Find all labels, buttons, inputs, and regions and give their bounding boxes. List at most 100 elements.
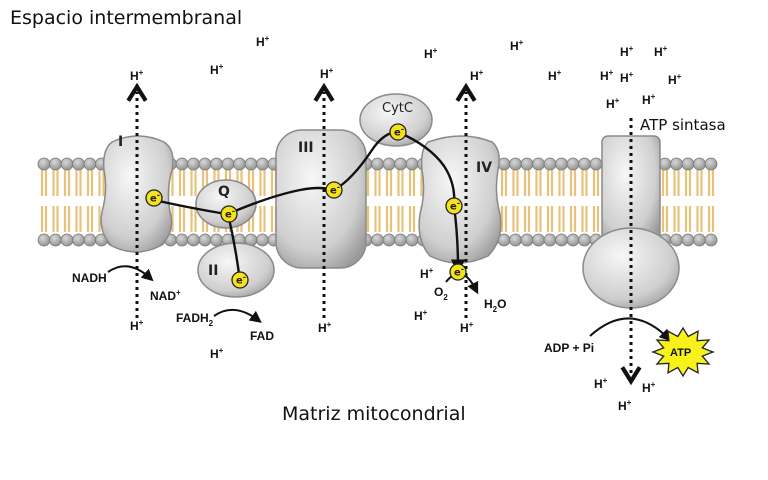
- proton-h-plus: H+: [320, 66, 334, 81]
- atp-label: ATP: [670, 347, 691, 359]
- lipid-head: [37, 233, 51, 247]
- proton-pump-arrows: [137, 92, 631, 376]
- redox-arrows: [107, 265, 672, 342]
- adp-pi-label: ADP + Pi: [544, 341, 594, 355]
- proton-h-plus: H+: [654, 44, 668, 59]
- atp-synthase-label: ATP sintasa: [640, 116, 726, 134]
- proton-h-plus: H+: [424, 46, 438, 61]
- proton-h-plus: H+: [618, 398, 632, 413]
- lipid-head: [555, 157, 568, 171]
- h2o-label: H2O: [484, 297, 506, 314]
- lipid-head: [49, 157, 62, 171]
- proton-h-plus: H+: [606, 96, 620, 111]
- proton-h-plus: H+: [594, 376, 608, 391]
- lipid-head: [543, 157, 557, 171]
- electron-circle: [325, 181, 343, 199]
- lipid-head: [60, 233, 74, 247]
- electron-marker: e-: [325, 181, 343, 199]
- lipid-head: [187, 157, 200, 171]
- electron-circle: [445, 197, 463, 215]
- lipid-head: [681, 157, 695, 171]
- electron-marker: e-: [220, 205, 238, 223]
- lipid-head: [175, 233, 189, 247]
- lipid-head: [509, 233, 522, 247]
- nadh-label: NADH: [72, 271, 107, 285]
- protons: H+H+H+H+H+H+H+H+H+H+H+H+H+H+H+H+H+H+H+H+…: [130, 34, 682, 413]
- proton-h-plus: H+: [256, 34, 270, 49]
- lipid-head: [198, 233, 212, 247]
- lipid-head: [394, 157, 407, 171]
- lipid-head: [566, 233, 580, 247]
- lipid-head: [371, 157, 384, 171]
- proton-h-plus: H+: [210, 346, 224, 361]
- electron-marker: e-: [231, 271, 249, 289]
- lipid-head: [693, 233, 706, 247]
- complex-i: [100, 135, 174, 253]
- lipid-head: [578, 233, 591, 247]
- fad-label: FAD: [250, 329, 274, 343]
- electron-symbol: e-: [225, 207, 235, 221]
- proton-h-plus: H+: [510, 38, 524, 53]
- complex-ii: [197, 242, 275, 298]
- electron-circle: [220, 205, 238, 223]
- lipid-head: [198, 157, 212, 171]
- lipid-head: [37, 157, 51, 171]
- lipid-head: [704, 233, 718, 247]
- proton-h-plus: H+: [130, 68, 144, 83]
- proton-h-plus: H+: [620, 70, 634, 85]
- electron-symbol: e-: [236, 273, 246, 287]
- lipid-head: [175, 157, 189, 171]
- lipid-head: [520, 233, 534, 247]
- cytochrome-c: [359, 93, 433, 147]
- lipid-head: [509, 157, 522, 171]
- lipid-head: [83, 157, 97, 171]
- lipid-head: [658, 157, 672, 171]
- complex-iii: [275, 129, 367, 269]
- proton-h-plus: H+: [210, 62, 224, 77]
- cytc-label: CytC: [382, 101, 413, 116]
- complex-q-label: Q: [218, 184, 230, 200]
- proton-h-plus: H+: [642, 380, 656, 395]
- fadh2-label: FADH2: [176, 311, 214, 328]
- complex-iv: [418, 135, 502, 264]
- electron-symbol: e-: [394, 125, 404, 139]
- electrons: e-e-e-e-e-e-e-: [145, 123, 467, 289]
- lipid-head: [256, 233, 269, 247]
- complex-iv-label: IV: [476, 160, 492, 176]
- electron-circle: [449, 263, 467, 281]
- lipid-head: [578, 157, 591, 171]
- intermembrane-space-label: Espacio intermembranal: [10, 7, 242, 29]
- lipid-head: [704, 157, 718, 171]
- electron-marker: e-: [389, 123, 407, 141]
- electron-marker: e-: [445, 197, 463, 215]
- lipid-head: [532, 233, 545, 247]
- proton-h-plus: H+: [470, 68, 484, 83]
- proton-h-plus: H+: [460, 320, 474, 335]
- lipid-head: [555, 233, 568, 247]
- lipid-head: [72, 233, 85, 247]
- proton-h-plus: H+: [548, 68, 562, 83]
- electron-symbol: e-: [450, 199, 460, 213]
- lipid-head: [221, 157, 235, 171]
- lipid-head: [670, 233, 683, 247]
- lipid-head: [187, 233, 200, 247]
- lipid-head: [60, 157, 74, 171]
- lipid-head: [256, 157, 269, 171]
- lipid-head: [72, 157, 85, 171]
- atp-star: ATP: [651, 326, 715, 378]
- lipid-head: [210, 233, 223, 247]
- proton-h-plus: H+: [318, 320, 332, 335]
- electron-symbol: e-: [150, 191, 160, 205]
- electron-marker: e-: [449, 263, 467, 281]
- lipid-head: [371, 233, 384, 247]
- lipid-head: [49, 233, 62, 247]
- lipid-head: [589, 157, 603, 171]
- lipid-head: [670, 157, 683, 171]
- lipid-head: [532, 157, 545, 171]
- lipid-head: [693, 157, 706, 171]
- lipid-head: [405, 233, 419, 247]
- lipid-head: [233, 157, 246, 171]
- proton-h-plus: H+: [620, 44, 634, 59]
- complex-i-label: I: [118, 134, 123, 150]
